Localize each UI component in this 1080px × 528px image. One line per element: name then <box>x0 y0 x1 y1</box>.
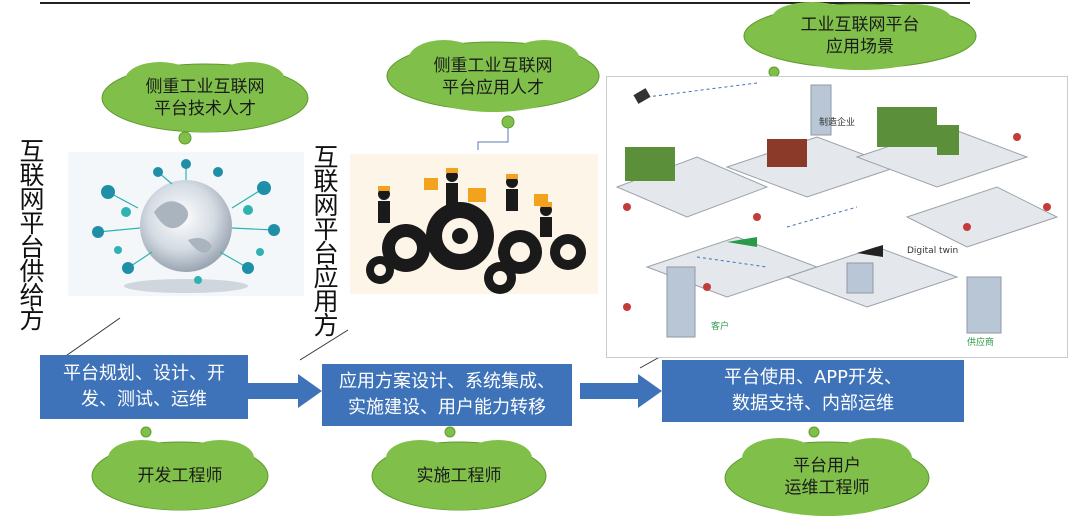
cloud-impl-engineer: 实施工程师 <box>370 426 548 516</box>
cloud-line-2: 平台技术人才 <box>154 99 256 119</box>
cloud-shape <box>101 62 309 145</box>
cloud-shape <box>386 40 600 129</box>
arrow-right-icon <box>248 374 322 408</box>
cloud-tech-talent: 侧重工业互联网 平台技术人才 <box>100 58 310 148</box>
cloud-shape <box>724 426 930 516</box>
cloud-ops-engineer: 平台用户 运维工程师 <box>722 426 932 520</box>
cloud-app-talent: 侧重工业互联网 平台应用人才 <box>384 36 602 129</box>
cloud-dev-engineer: 开发工程师 <box>90 426 270 516</box>
cloud-line-2: 平台应用人才 <box>442 78 544 98</box>
cloud-line-1: 工业互联网平台 <box>800 15 920 35</box>
cloud-shape <box>743 2 977 78</box>
cloud-line-1: 侧重工业互联网 <box>145 77 265 97</box>
cloud-label: 实施工程师 <box>416 466 502 486</box>
box-line-2: 实施建设、用户能力转移 <box>348 397 546 418</box>
industrial-scenario-image: 制造企业 Digital twin 客户 供应商 <box>606 76 1068 358</box>
smart-factory-icon: 制造企业 Digital twin 客户 供应商 <box>615 82 1059 348</box>
cloud-line-2: 运维工程师 <box>784 478 870 498</box>
cloud-label: 开发工程师 <box>137 466 223 486</box>
vertical-label-user: 互联网平台应用方 <box>313 143 339 340</box>
cloud-shape <box>371 426 547 511</box>
box-solution: 应用方案设计、系统集成、 实施建设、用户能力转移 <box>322 364 572 426</box>
globe-network-icon <box>92 159 280 293</box>
label-supplier: 供应商 <box>967 336 994 348</box>
box-line-2: 发、测试、运维 <box>81 389 207 410</box>
top-border-line <box>40 2 970 4</box>
box-line-1: 平台使用、APP开发、 <box>723 367 903 388</box>
box-line-2: 数据支持、内部运维 <box>732 393 894 414</box>
label-customer: 客户 <box>711 320 729 332</box>
label-factory: 制造企业 <box>819 116 855 128</box>
arrow-right-icon <box>580 374 662 408</box>
cloud-line-1: 平台用户 <box>793 456 861 476</box>
gears-workers-icon <box>366 168 586 294</box>
cloud-shape <box>91 426 269 511</box>
box-platform-plan: 平台规划、设计、开 发、测试、运维 <box>40 355 248 419</box>
vertical-label-provider: 互联网平台供给方 <box>19 137 45 334</box>
globe-network-image <box>68 152 304 296</box>
box-line-1: 应用方案设计、系统集成、 <box>339 371 555 392</box>
gears-workers-image <box>350 154 598 294</box>
cloud-line-1: 侧重工业互联网 <box>433 56 553 76</box>
box-platform-usage: 平台使用、APP开发、 数据支持、内部运维 <box>662 360 964 422</box>
box-line-1: 平台规划、设计、开 <box>63 363 225 384</box>
label-digital-twin: Digital twin <box>907 246 958 256</box>
cloud-scenario: 工业互联网平台 应用场景 <box>742 0 978 80</box>
cloud-line-2: 应用场景 <box>826 37 894 57</box>
